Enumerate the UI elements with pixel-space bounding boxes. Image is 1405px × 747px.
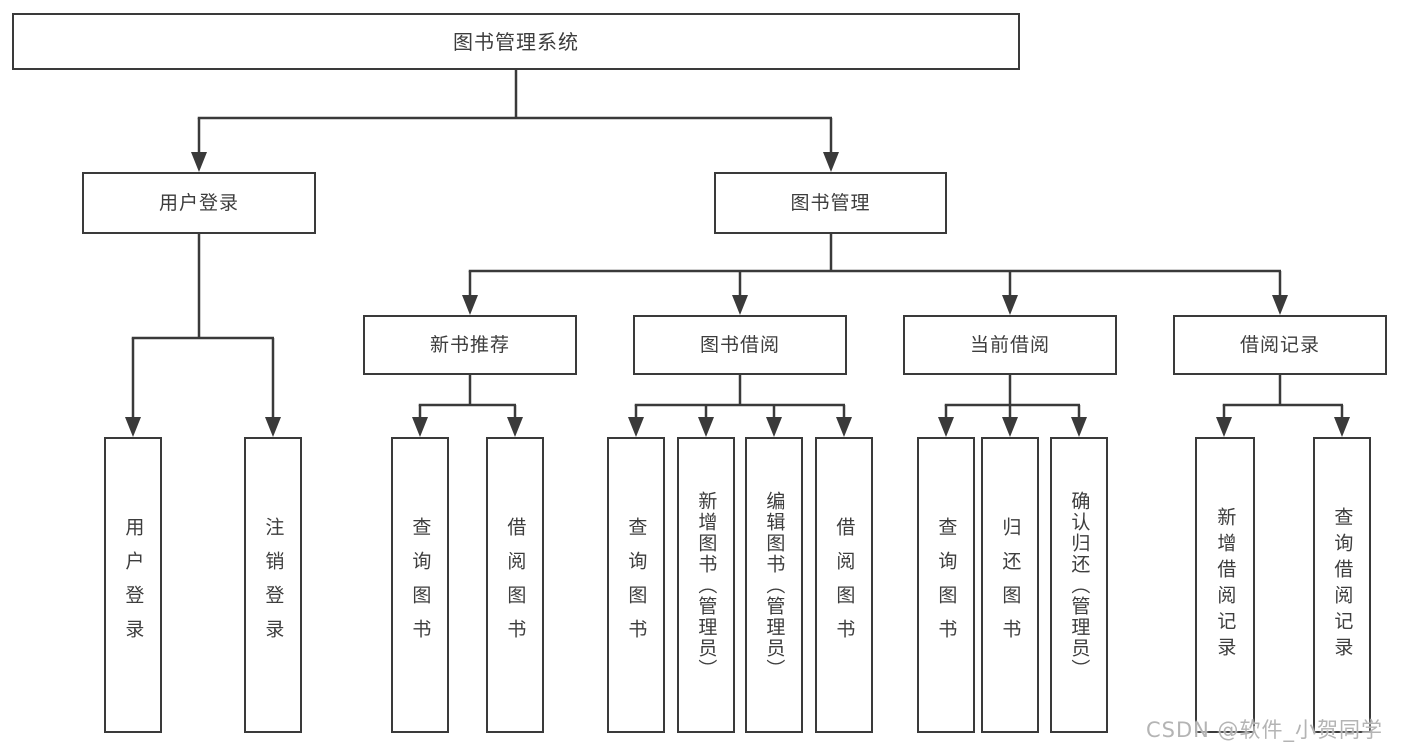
node-label: 借阅记录 <box>1239 333 1320 356</box>
leaf-label: 新增图书（管理员） <box>695 490 718 680</box>
leaf-label: 查询图书 <box>409 517 432 653</box>
leaf-query-borrow-record: 查询借阅记录 <box>1313 437 1371 733</box>
leaf-borrow-books-recommendation: 借阅图书 <box>486 437 544 733</box>
node-label: 用户登录 <box>158 191 239 214</box>
leaf-label: 查询图书 <box>935 517 958 653</box>
node-user-login: 用户登录 <box>82 172 316 234</box>
node-label: 图书管理 <box>790 191 871 214</box>
node-book-borrowing: 图书借阅 <box>633 315 847 375</box>
node-borrowing-records: 借阅记录 <box>1173 315 1387 375</box>
leaf-query-books-current: 查询图书 <box>917 437 975 733</box>
leaf-label: 借阅图书 <box>833 517 856 653</box>
node-library-management-system: 图书管理系统 <box>12 13 1020 70</box>
node-label: 当前借阅 <box>969 333 1050 356</box>
leaf-confirm-return-admin: 确认归还（管理员） <box>1050 437 1108 733</box>
leaf-label: 借阅图书 <box>504 517 527 653</box>
leaf-label: 注销登录 <box>262 517 285 653</box>
leaf-label: 确认归还（管理员） <box>1068 490 1091 680</box>
leaf-label: 查询图书 <box>625 517 648 653</box>
leaf-label: 用户登录 <box>122 517 145 653</box>
node-new-book-recommendation: 新书推荐 <box>363 315 577 375</box>
leaf-return-books: 归还图书 <box>981 437 1039 733</box>
leaf-label: 查询借阅记录 <box>1331 507 1354 663</box>
node-book-management: 图书管理 <box>714 172 947 234</box>
leaf-borrow-books: 借阅图书 <box>815 437 873 733</box>
leaf-label: 新增借阅记录 <box>1214 507 1237 663</box>
leaf-add-borrow-record: 新增借阅记录 <box>1195 437 1255 733</box>
node-label: 图书借阅 <box>699 333 780 356</box>
node-label: 图书管理系统 <box>453 29 579 54</box>
leaf-label: 归还图书 <box>999 517 1022 653</box>
node-current-borrowing: 当前借阅 <box>903 315 1117 375</box>
node-label: 新书推荐 <box>429 333 510 356</box>
leaf-add-book-admin: 新增图书（管理员） <box>677 437 735 733</box>
leaf-user-login: 用户登录 <box>104 437 162 733</box>
leaf-logout: 注销登录 <box>244 437 302 733</box>
leaf-label: 编辑图书（管理员） <box>763 490 786 680</box>
leaf-edit-book-admin: 编辑图书（管理员） <box>745 437 803 733</box>
csdn-watermark: CSDN @软件_小贺同学 <box>1146 718 1384 742</box>
leaf-query-books-borrowing: 查询图书 <box>607 437 665 733</box>
leaf-query-books-recommendation: 查询图书 <box>391 437 449 733</box>
